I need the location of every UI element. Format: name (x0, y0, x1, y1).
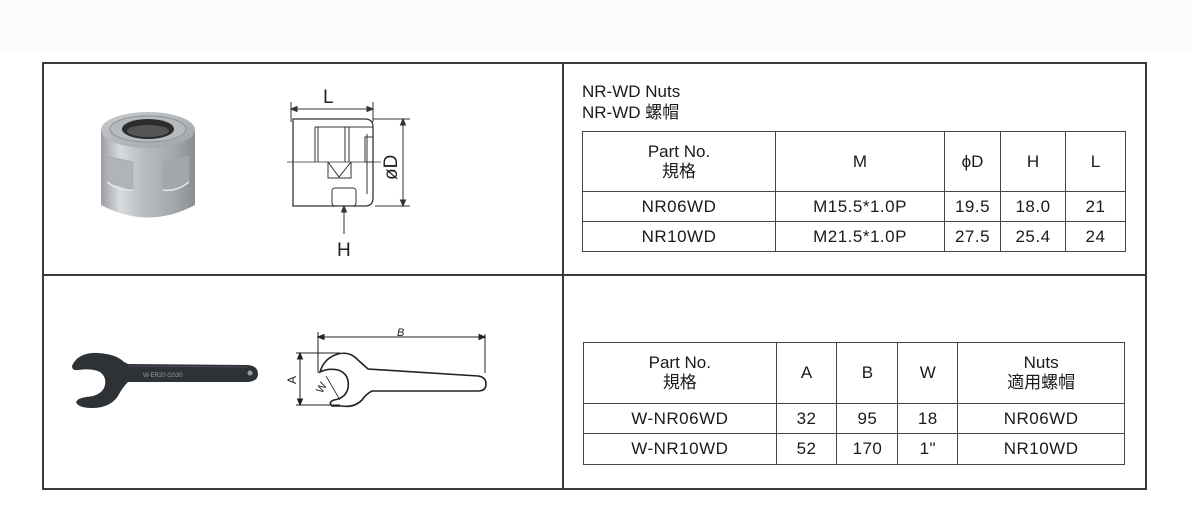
cell-diameter: 19.5 (944, 191, 1001, 222)
wrench-spec-table: Part No. 規格 A B W Nuts 適用螺帽 W-NR06WD 32 … (583, 342, 1125, 465)
cell-part-no: NR06WD (582, 191, 776, 222)
cell-m: M15.5*1.0P (775, 191, 945, 222)
cell-nuts: NR06WD (957, 403, 1125, 434)
frame-middle (42, 274, 1146, 276)
header-m: M (775, 131, 945, 192)
cell-diameter: 27.5 (944, 221, 1001, 252)
cell-b: 95 (836, 403, 899, 434)
table-row: W-NR06WD 32 95 18 NR06WD (583, 403, 1125, 434)
top-band (0, 0, 1192, 50)
header-h: H (1000, 131, 1066, 192)
header-l: L (1065, 131, 1126, 192)
cell-w: 1" (897, 433, 959, 465)
cell-a: 52 (775, 433, 838, 465)
header-b: B (836, 342, 899, 404)
cell-a: 32 (775, 403, 838, 434)
header-a: A (775, 342, 838, 404)
cell-l: 24 (1065, 221, 1126, 252)
wrench-technical-drawing: B A W (285, 327, 487, 408)
nuts-spec-table: Part No. 規格 M ϕD H L NR06WD M15.5*1.0P 1… (582, 131, 1126, 252)
table-header-row: Part No. 規格 M ϕD H L (582, 131, 1126, 192)
frame-right (1145, 62, 1147, 490)
cell-w: 18 (897, 403, 959, 434)
nut-technical-drawing: L øD H (287, 87, 410, 261)
cell-nuts: NR10WD (957, 433, 1125, 465)
header-w: W (897, 342, 959, 404)
cell-part-no: W-NR10WD (583, 433, 777, 465)
dim-label-length: B (397, 327, 404, 339)
header-nuts: Nuts 適用螺帽 (957, 342, 1125, 404)
cell-part-no: NR10WD (582, 221, 776, 252)
cell-part-no: W-NR06WD (583, 403, 777, 434)
frame-top (42, 62, 1146, 64)
cell-m: M21.5*1.0P (775, 221, 945, 252)
dim-label-opening: W (314, 380, 330, 396)
frame-left (42, 62, 44, 490)
cell-b: 170 (836, 433, 899, 465)
header-diameter: ϕD (944, 131, 1001, 192)
header-part-no: Part No. 規格 (583, 342, 777, 404)
cell-h: 18.0 (1000, 191, 1066, 222)
header-part-no: Part No. 規格 (582, 131, 776, 192)
collet-nut-photo (101, 112, 195, 218)
table-row: W-NR10WD 52 170 1" NR10WD (583, 433, 1125, 465)
wrench-engraving: W-ER20 GS30 (143, 373, 183, 379)
table-row: NR06WD M15.5*1.0P 19.5 18.0 21 (582, 191, 1126, 222)
table-header-row: Part No. 規格 A B W Nuts 適用螺帽 (583, 342, 1125, 404)
table-row: NR10WD M21.5*1.0P 27.5 25.4 24 (582, 221, 1126, 252)
wrench-photo: W-ER20 GS30 (72, 352, 258, 408)
frame-bottom (42, 488, 1146, 490)
dim-label-diameter: øD (381, 155, 402, 180)
cell-h: 25.4 (1000, 221, 1066, 252)
cell-l: 21 (1065, 191, 1126, 222)
dim-label-length: L (323, 87, 334, 108)
nuts-title-zh: NR-WD 螺帽 (582, 103, 680, 122)
dim-label-height: H (337, 240, 351, 261)
frame-divider (562, 62, 564, 490)
dim-label-width: A (285, 376, 299, 384)
nuts-title-en: NR-WD Nuts (582, 82, 681, 101)
